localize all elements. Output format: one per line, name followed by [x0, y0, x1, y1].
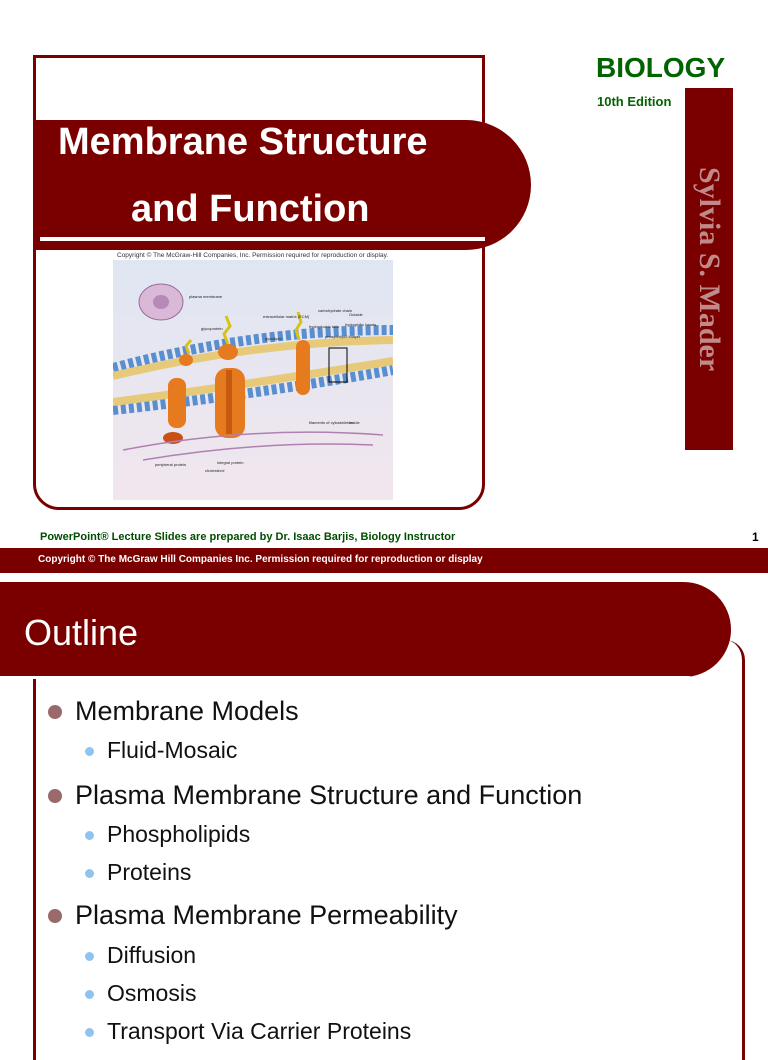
outline-item: Plasma Membrane Structure and Function	[75, 780, 583, 810]
label-hydrophobic-tails: hydrophobic tails	[309, 324, 339, 329]
slide-title-line2: and Function	[131, 188, 370, 230]
label-phospholipid-bilayer: phospholipid bilayer	[325, 334, 361, 339]
membrane-diagram: plasma membrane extracellular matrix (EC…	[113, 260, 393, 500]
integral-protein-shape	[168, 378, 186, 428]
slide-title-line1: Membrane Structure	[58, 121, 428, 163]
protein-shape-right	[296, 340, 310, 395]
edition-label: 10th Edition	[597, 94, 672, 109]
outline-title: Outline	[24, 612, 139, 653]
label-hydrophilic-heads: hydrophilic heads	[345, 322, 376, 327]
label-glycoprotein: glycoprotein	[201, 326, 223, 331]
sub-bullet-icon	[85, 747, 94, 756]
bullet-icon	[48, 789, 62, 803]
book-title: BIOLOGY	[596, 52, 726, 83]
title-slide: Membrane Structure and Function Copyrigh…	[33, 52, 759, 544]
slide-number: 1	[752, 530, 759, 544]
outline-frame	[33, 640, 745, 1060]
sub-bullet-icon	[85, 952, 94, 961]
sub-bullet-icon	[85, 831, 94, 840]
upper-tail-layer	[113, 336, 393, 380]
sub-bullet-icon	[85, 1028, 94, 1037]
title-rule	[40, 237, 485, 241]
upper-head-layer	[113, 325, 393, 373]
label-carbohydrate-chain: carbohydrate chain	[318, 308, 352, 313]
copyright-bar	[0, 548, 768, 573]
outline-rule	[0, 676, 690, 679]
label-inside: Inside	[349, 420, 360, 425]
bullet-icon	[48, 909, 62, 923]
outline-subitem: Diffusion	[107, 942, 197, 968]
prepared-by-credit: PowerPoint® Lecture Slides are prepared …	[40, 531, 456, 543]
author-name: Sylvia S. Mader	[693, 166, 726, 372]
bullet-icon	[48, 705, 62, 719]
outline-subitem: Phospholipids	[107, 821, 251, 847]
outline-subitem: Fluid-Mosaic	[107, 737, 238, 763]
title-band	[33, 120, 531, 250]
outline-subitem: Transport Via Carrier Proteins	[107, 1018, 412, 1044]
label-ecm: extracellular matrix (ECM)	[263, 314, 310, 319]
author-name-container: Sylvia S. Mader	[685, 88, 733, 450]
label-filaments: filaments of cytoskeleton	[309, 420, 353, 425]
lower-head-layer	[113, 365, 393, 415]
label-cholesterol: cholesterol	[205, 468, 224, 473]
nucleus-icon	[153, 295, 169, 309]
highlight-box	[328, 347, 348, 383]
image-copyright: Copyright © The McGraw-Hill Companies, I…	[117, 252, 389, 259]
label-integral-protein: integral protein	[217, 460, 243, 465]
outline-subitem: Osmosis	[107, 980, 197, 1006]
slide-frame	[33, 55, 485, 510]
sub-bullet-icon	[85, 869, 94, 878]
outline-subitem: Proteins	[107, 859, 192, 885]
outline-item: Membrane Models	[75, 696, 299, 726]
outline-band	[0, 582, 731, 677]
copyright-text: Copyright © The McGraw Hill Companies In…	[38, 554, 483, 565]
label-plasma-membrane: plasma membrane	[189, 294, 223, 299]
label-glycolipid: glycolipid	[265, 336, 281, 341]
label-peripheral-protein: peripheral protein	[155, 462, 186, 467]
lower-tail-layer	[113, 357, 393, 406]
author-band	[685, 88, 733, 450]
label-outside: Outside	[349, 312, 364, 317]
outline-item: Plasma Membrane Permeability	[75, 900, 458, 930]
sub-bullet-icon	[85, 990, 94, 999]
